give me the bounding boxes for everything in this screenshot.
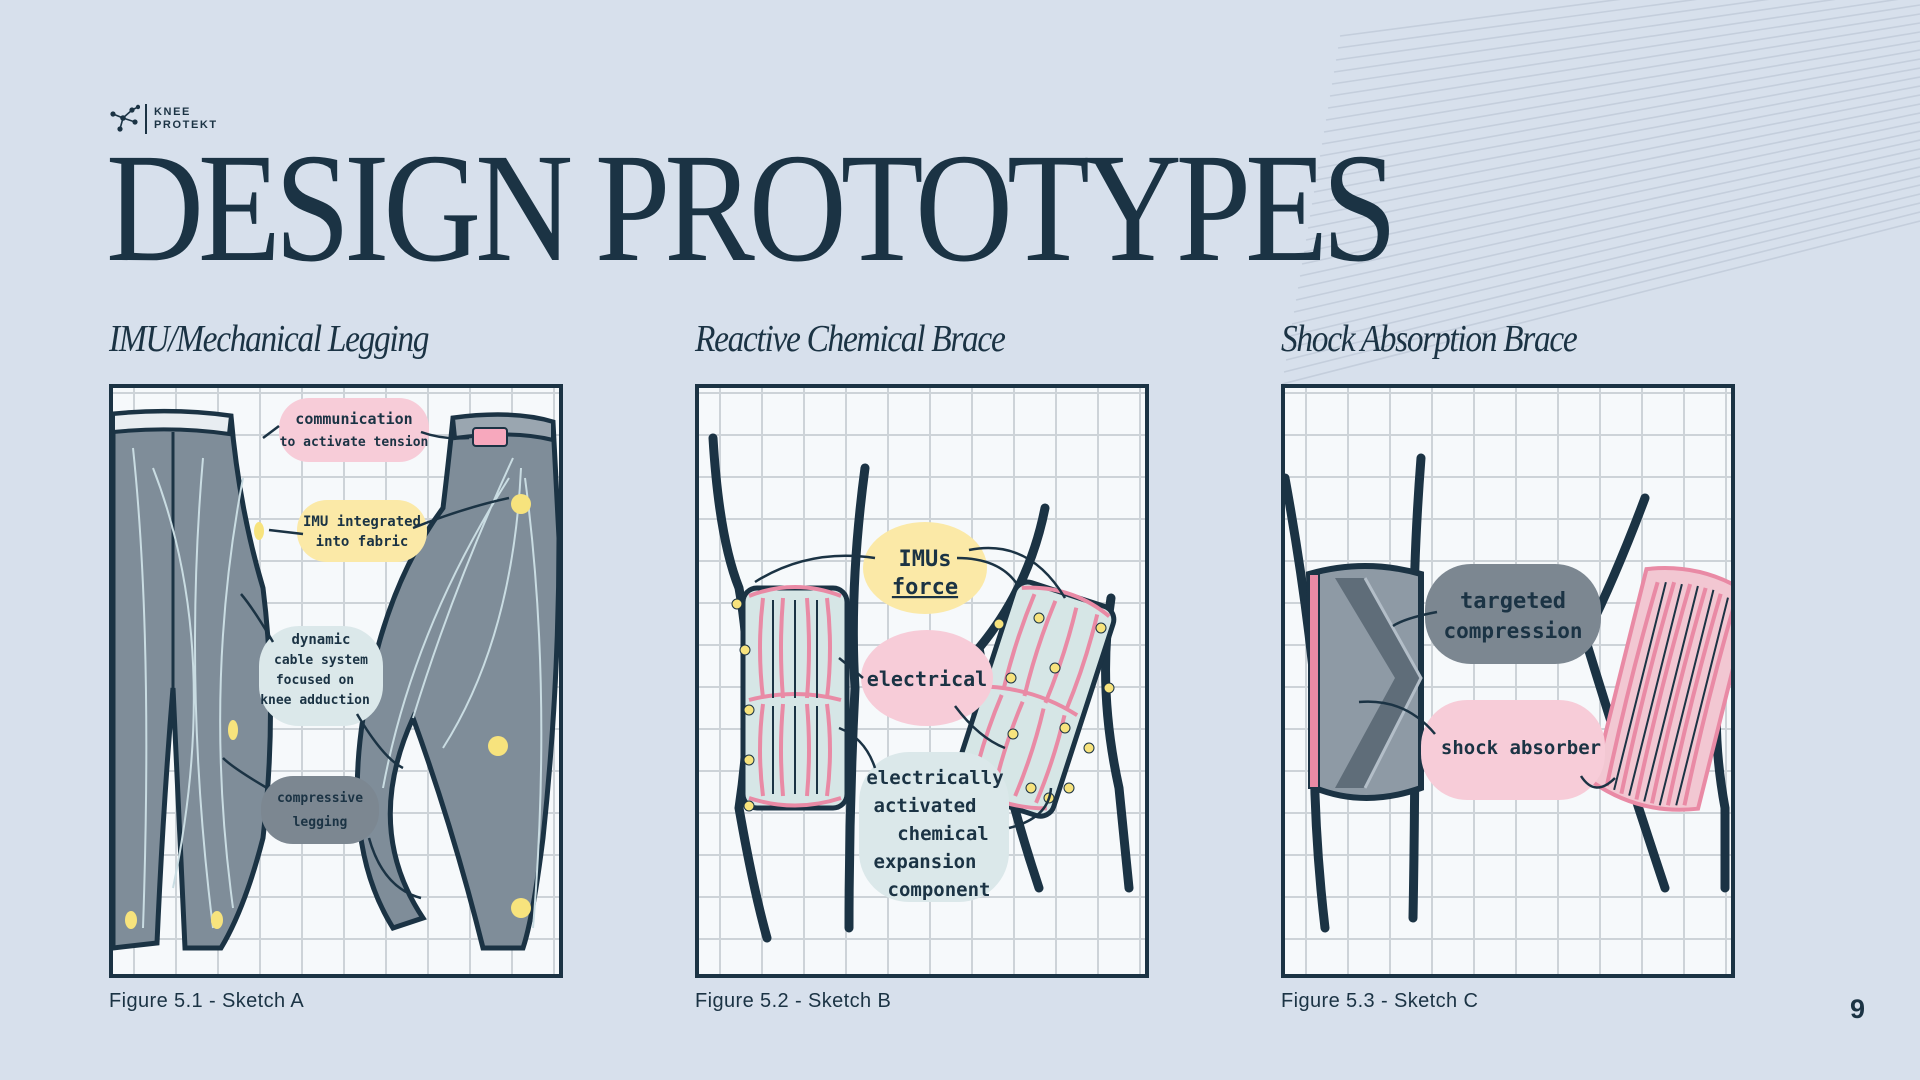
logo-line-2: PROTEKT [154, 119, 218, 131]
label-knee-adduction: knee adduction [260, 693, 370, 708]
decorative-line [1321, 40, 1920, 145]
decorative-line [1297, 148, 1920, 289]
label-chemical: chemical [897, 823, 989, 845]
label-communication: communication [295, 410, 412, 428]
decorative-line [1337, 0, 1698, 49]
sketch-c-caption: Figure 5.3 - Sketch C [1281, 990, 1479, 1012]
sketch-a-column: IMU/Mechanical Legging [109, 312, 563, 1013]
page-title: DESIGN PROTOTYPES [106, 121, 1397, 294]
decorative-line [1305, 112, 1920, 241]
label-activated: activated [874, 795, 977, 817]
decorative-line [1333, 0, 1836, 73]
label-legging: legging [293, 815, 348, 830]
decorative-line [1313, 76, 1920, 193]
decorative-line [1325, 22, 1920, 121]
decorative-line [1293, 166, 1920, 313]
sketch-b-image: IMUs force electrical electrically activ… [695, 384, 1149, 978]
decorative-line [1291, 175, 1920, 325]
decorative-line [1281, 220, 1920, 385]
sketch-c-image: targeted compression shock absorber [1281, 384, 1735, 978]
sketch-c-column: Shock Absorption Brace [1281, 312, 1735, 1013]
label-imu-integrated: IMU integrated [303, 514, 421, 530]
decorative-line [1311, 85, 1920, 205]
label-force: force [892, 575, 958, 600]
decorative-line [1317, 58, 1920, 169]
sketch-a-caption: Figure 5.1 - Sketch A [109, 990, 305, 1012]
label-electrically: electrically [866, 767, 1003, 789]
label-targeted: targeted [1460, 589, 1566, 614]
logo-text: KNEE PROTEKT [154, 106, 218, 132]
decorative-line [1301, 130, 1920, 265]
label-expansion: expansion [874, 851, 977, 873]
sketch-a-title: IMU/Mechanical Legging [109, 318, 430, 360]
label-component: component [888, 879, 991, 901]
decorative-line [1339, 0, 1621, 37]
label-into-fabric: into fabric [316, 534, 409, 550]
decorative-line [1323, 31, 1920, 133]
logo: KNEE PROTEKT [110, 104, 218, 134]
decorative-line [1299, 139, 1920, 277]
label-activate-tension: to activate tension [280, 435, 429, 450]
label-shock-absorber: shock absorber [1441, 737, 1601, 759]
label-focused-on: focused on [276, 673, 354, 688]
decorative-line [1287, 193, 1920, 349]
label-cable-system: cable system [274, 653, 368, 668]
decorative-line [1309, 94, 1920, 217]
decorative-line [1327, 13, 1920, 109]
decorative-line [1335, 0, 1770, 61]
decorative-line [1315, 67, 1920, 181]
decorative-line [1319, 49, 1920, 157]
decorative-line [1283, 211, 1920, 373]
decorative-line [1331, 0, 1899, 85]
sketch-b-column: Reactive Chemical Brace [695, 312, 1149, 1013]
label-compression: compression [1443, 619, 1582, 643]
label-imus: IMUs [899, 547, 952, 572]
decorative-lines [1281, 0, 1920, 385]
label-electrical: electrical [867, 667, 987, 691]
decorative-line [1295, 157, 1920, 301]
sketch-a-image: communication to activate tension IMU in… [109, 384, 563, 978]
label-dynamic: dynamic [291, 632, 350, 648]
decorative-line [1289, 184, 1920, 337]
decorative-line [1329, 4, 1920, 97]
logo-line-1: KNEE [154, 106, 191, 118]
sketch-c-title: Shock Absorption Brace [1281, 318, 1578, 360]
sketch-b-caption: Figure 5.2 - Sketch B [695, 990, 892, 1012]
label-compressive: compressive [277, 791, 363, 806]
decorative-line [1303, 121, 1920, 253]
logo-divider [145, 104, 147, 134]
decorative-line [1285, 202, 1920, 361]
page-number: 9 [1850, 994, 1866, 1024]
decorative-line [1307, 103, 1920, 229]
constellation-icon [110, 104, 140, 132]
sketch-b-title: Reactive Chemical Brace [695, 318, 1006, 360]
